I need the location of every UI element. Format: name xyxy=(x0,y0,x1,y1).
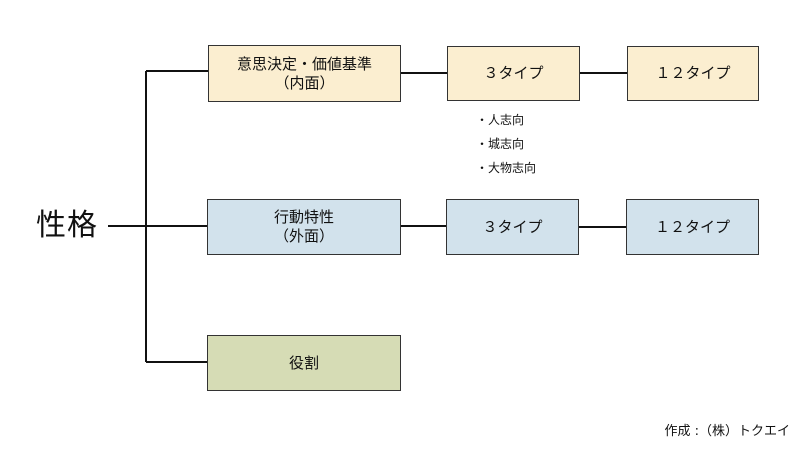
node-outer-3-types: ３タイプ xyxy=(446,199,579,255)
node-outer-12-types: １２タイプ xyxy=(626,199,759,255)
node-decision-values-line2: （内面） xyxy=(274,73,335,92)
inner-type-item: 城志向 xyxy=(476,132,536,156)
node-outer-3-types-label: ３タイプ xyxy=(482,217,543,236)
node-decision-values: 意思決定・価値基準 （内面） xyxy=(208,45,401,102)
node-decision-values-line1: 意思決定・価値基準 xyxy=(236,54,372,73)
inner-type-list: 人志向 城志向 大物志向 xyxy=(476,108,536,180)
node-behavior-traits-line1: 行動特性 xyxy=(273,208,334,226)
node-behavior-traits: 行動特性 （外面） xyxy=(207,199,401,255)
root-label: 性格 xyxy=(36,208,98,243)
node-inner-12-types: １２タイプ xyxy=(627,46,759,101)
credit-text: 作成 :（株）トクエイ xyxy=(664,424,790,439)
node-outer-12-types-label: １２タイプ xyxy=(654,217,730,236)
inner-type-item: 大物志向 xyxy=(476,156,536,180)
node-inner-3-types: ３タイプ xyxy=(447,46,580,101)
node-inner-12-types-label: １２タイプ xyxy=(655,64,731,82)
node-behavior-traits-line2: （外面） xyxy=(273,227,334,245)
node-role-label: 役割 xyxy=(288,353,319,372)
node-inner-3-types-label: ３タイプ xyxy=(483,64,544,82)
inner-type-item: 人志向 xyxy=(476,108,536,132)
node-role: 役割 xyxy=(207,335,401,391)
